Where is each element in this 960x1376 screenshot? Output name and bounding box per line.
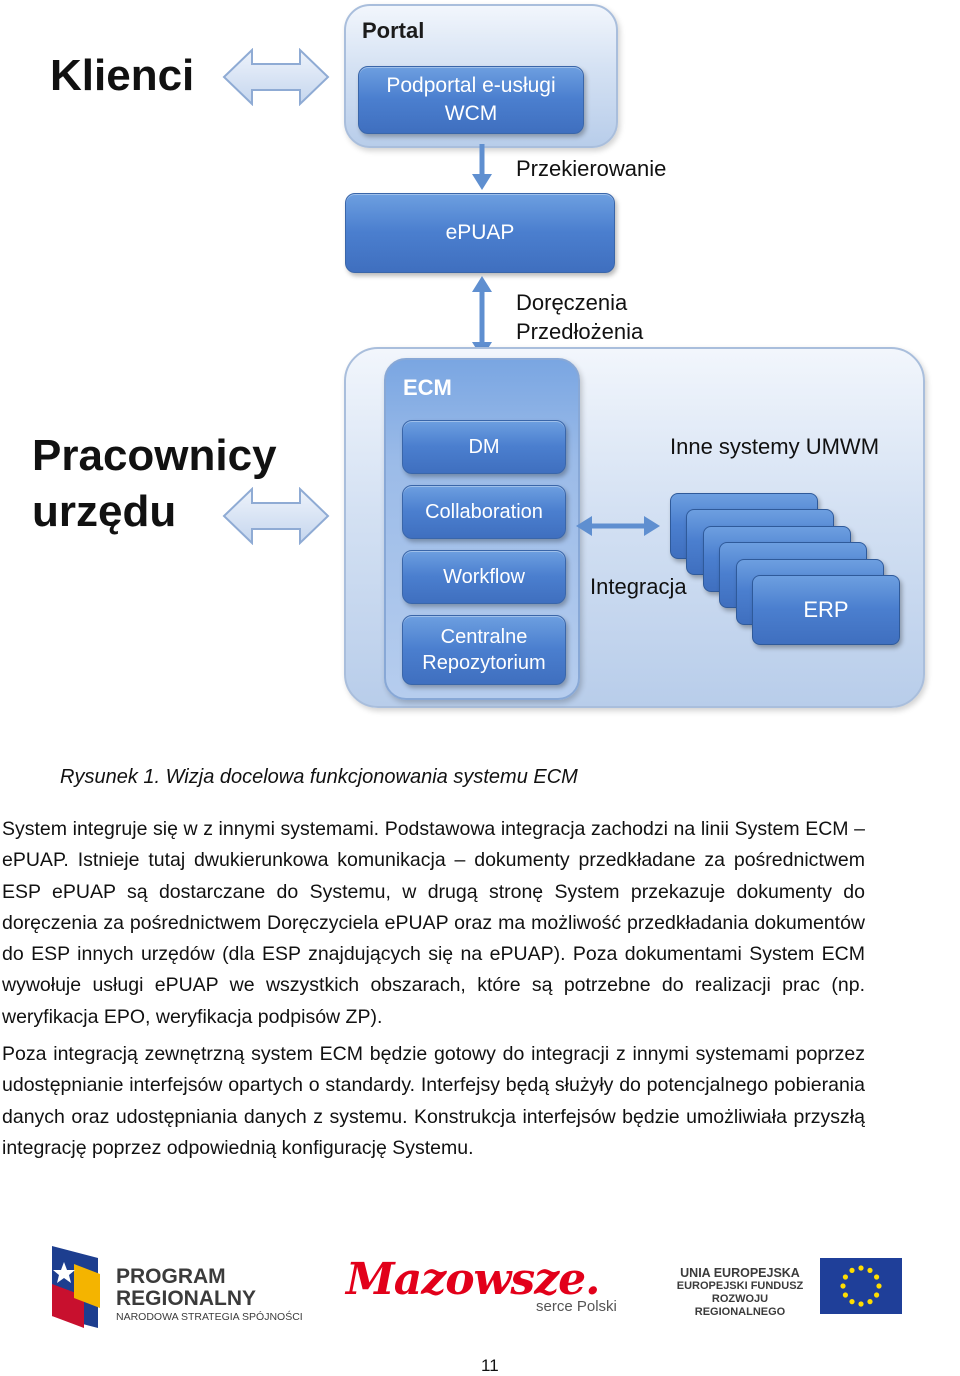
ecm-module-label: Collaboration bbox=[425, 501, 543, 523]
mazowsze-tagline: serce Polski bbox=[536, 1298, 617, 1315]
program-line3: NARODOWA STRATEGIA SPÓJNOŚCI bbox=[116, 1311, 303, 1323]
ecm-title: ECM bbox=[403, 375, 452, 400]
deliveries-line2: Przedłożenia bbox=[516, 319, 644, 344]
erp-label: ERP bbox=[803, 597, 849, 622]
subportal-line1: Podportal e-usługi bbox=[386, 74, 556, 97]
ecm-module-dm: DM bbox=[402, 420, 566, 474]
page-number: 11 bbox=[481, 1356, 499, 1375]
redirect-arrow-icon bbox=[472, 144, 492, 190]
ecm-module-label-line1: Centralne bbox=[440, 626, 528, 648]
eu-flag-icon bbox=[820, 1258, 902, 1314]
body-paragraph-1: System integruje się w z innymi systemam… bbox=[2, 814, 865, 1033]
program-regionalny-logo-icon bbox=[52, 1246, 100, 1328]
program-regionalny-text: PROGRAM REGIONALNY bbox=[116, 1266, 256, 1310]
staff-label-line1: Pracownicy bbox=[32, 431, 277, 480]
deliveries-line1: Doręczenia bbox=[516, 290, 628, 315]
staff-label: Pracownicy urzędu bbox=[32, 428, 277, 540]
clients-label: Klienci bbox=[50, 51, 195, 100]
mazowsze-logo: Mazowsze. bbox=[346, 1254, 600, 1305]
program-line2: REGIONALNY bbox=[116, 1287, 257, 1310]
integration-double-arrow-icon bbox=[576, 516, 660, 536]
deliveries-double-arrow-icon bbox=[472, 276, 492, 358]
ecm-module-label: DM bbox=[468, 436, 500, 458]
ecm-module-repository: Centralne Repozytorium bbox=[402, 615, 566, 685]
clients-double-arrow-icon bbox=[222, 48, 330, 106]
ecm-module-workflow: Workflow bbox=[402, 550, 566, 604]
eu-text: UNIA EUROPEJSKA EUROPEJSKI FUNDUSZ ROZWO… bbox=[668, 1267, 812, 1319]
paragraph-text: Poza integracją zewnętrzną system ECM bę… bbox=[2, 1043, 865, 1159]
erp-card: ERP bbox=[752, 575, 900, 645]
ecm-module-label-line2: Repozytorium bbox=[422, 652, 546, 674]
ecm-module-collaboration: Collaboration bbox=[402, 485, 566, 539]
epuap-label: ePUAP bbox=[445, 221, 515, 244]
epuap-box: ePUAP bbox=[345, 193, 615, 273]
eu-line1: UNIA EUROPEJSKA bbox=[680, 1266, 800, 1280]
paragraph-text: System integruje się w z innymi systemam… bbox=[2, 818, 865, 1028]
figure-caption: Rysunek 1. Wizja docelowa funkcjonowania… bbox=[60, 766, 578, 788]
portal-title: Portal bbox=[362, 18, 425, 43]
ecm-module-label: Workflow bbox=[443, 566, 525, 588]
eu-line2: EUROPEJSKI FUNDUSZ bbox=[676, 1280, 804, 1292]
staff-label-line2: urzędu bbox=[32, 487, 177, 536]
redirect-label: Przekierowanie bbox=[516, 156, 667, 181]
integration-label: Integracja bbox=[590, 574, 687, 599]
body-paragraph-2: Poza integracją zewnętrzną system ECM bę… bbox=[2, 1039, 865, 1164]
deliveries-label: Doręczenia Przedłożenia bbox=[516, 288, 643, 346]
staff-double-arrow-icon bbox=[222, 487, 330, 545]
program-line1: PROGRAM bbox=[116, 1265, 226, 1288]
subportal-line2: WCM bbox=[444, 102, 498, 125]
subportal-box: Podportal e-usługi WCM bbox=[358, 66, 584, 134]
other-systems-label: Inne systemy UMWM bbox=[670, 434, 880, 459]
eu-line3: ROZWOJU REGIONALNEGO bbox=[694, 1293, 786, 1318]
